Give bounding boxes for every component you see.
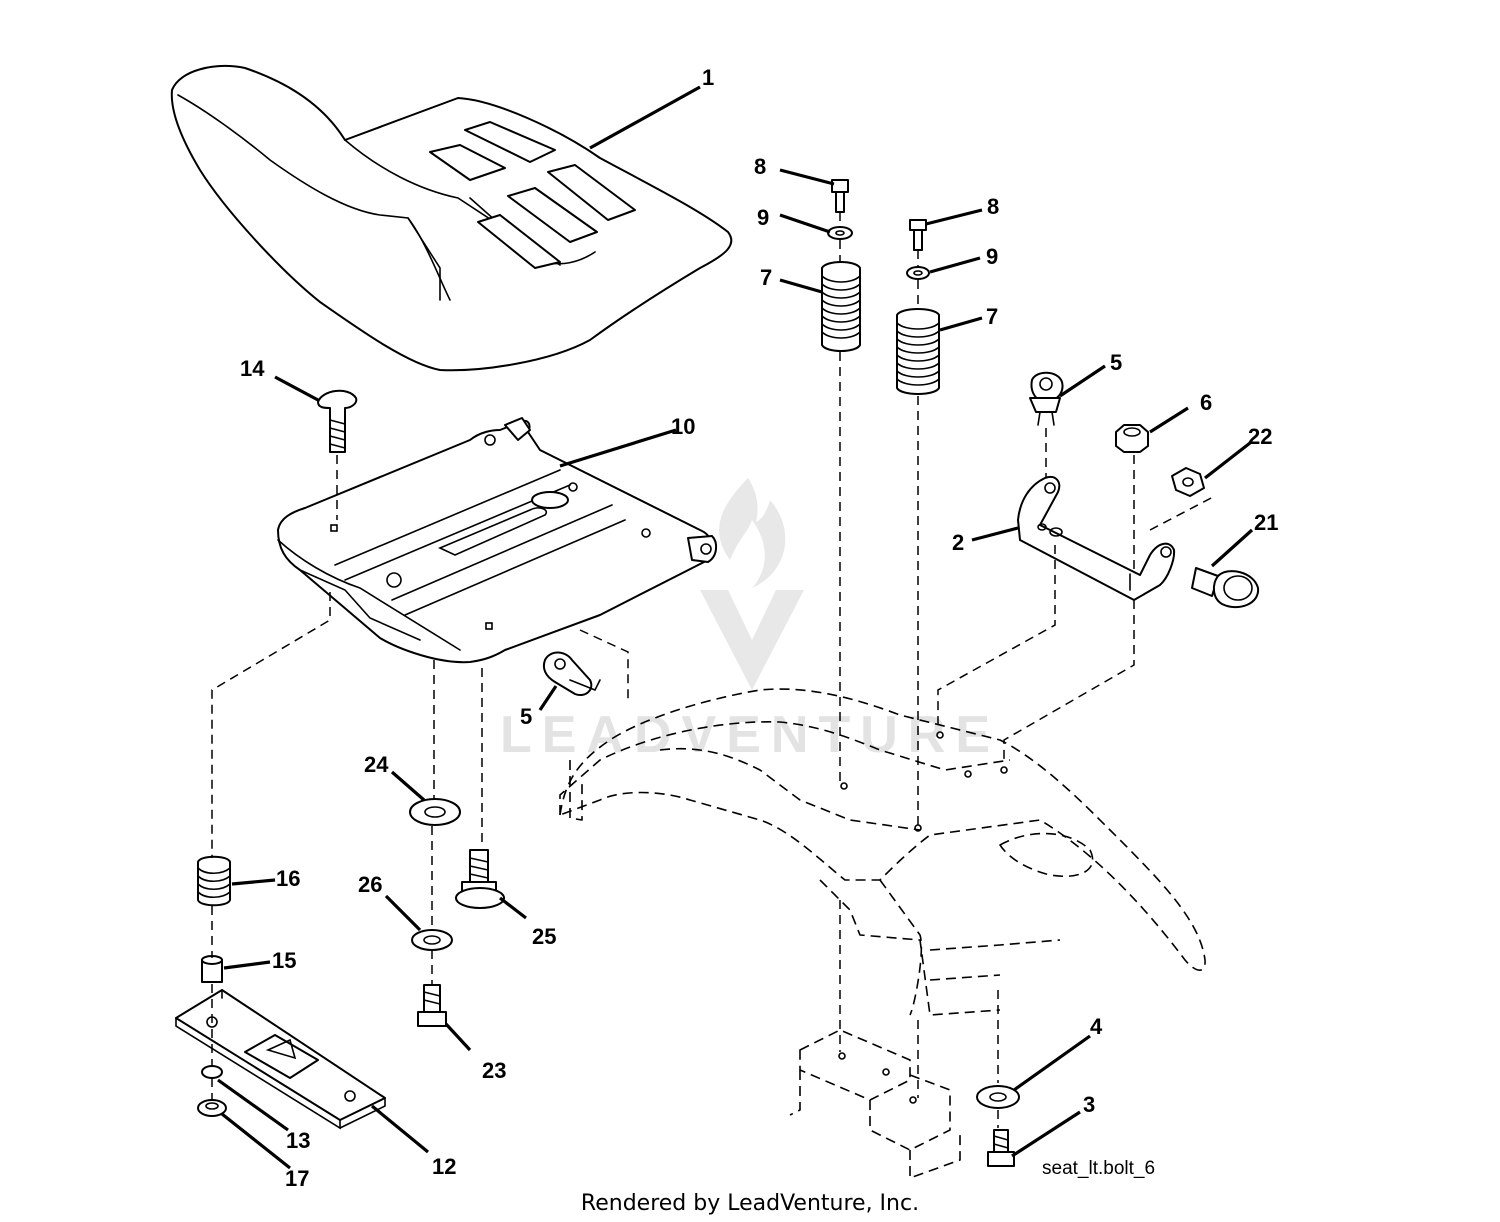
spacer-15-part (201, 955, 223, 983)
callout-7-left: 7 (760, 265, 772, 290)
nut-6-part (1115, 424, 1149, 453)
callout-23: 23 (482, 1058, 506, 1083)
callout-10: 10 (671, 414, 695, 439)
callout-26: 26 (358, 872, 382, 897)
carriage-bolt-14-part (317, 389, 358, 453)
bolt-3-part (987, 1129, 1015, 1167)
callout-25: 25 (532, 924, 556, 949)
callout-8-right: 8 (987, 194, 999, 219)
leadventure-watermark: LEADVENTURE (500, 478, 1000, 764)
callout-1: 1 (702, 65, 714, 90)
washer-4-part (976, 1085, 1020, 1109)
callout-15: 15 (272, 948, 296, 973)
nut-17-part (197, 1099, 227, 1117)
washer-24-part (409, 798, 461, 826)
callout-4: 4 (1090, 1014, 1103, 1039)
callout-9-right: 9 (986, 244, 998, 269)
assembly-lines (211, 212, 1216, 1128)
callout-16: 16 (276, 866, 300, 891)
callout-24: 24 (364, 752, 389, 777)
callout-12: 12 (432, 1154, 456, 1179)
callout-17: 17 (285, 1166, 309, 1191)
clip-5-upper-part (1029, 371, 1064, 426)
spring-7-right-part (896, 308, 940, 395)
callout-22: 22 (1248, 424, 1272, 449)
callout-3: 3 (1083, 1092, 1095, 1117)
washer-9-right-part (906, 266, 930, 280)
callout-5-upper: 5 (1110, 350, 1122, 375)
screw-8-left-part (831, 179, 849, 213)
seat-pan-part (277, 417, 718, 664)
callout-7-right: 7 (986, 304, 998, 329)
nut-22-part (1171, 467, 1205, 497)
slide-plate-12-part (175, 989, 386, 1130)
footer-credit: Rendered by LeadVenture, Inc. (581, 1191, 919, 1216)
phantom-fender-chassis (559, 688, 1206, 1179)
callout-5-lower: 5 (520, 704, 532, 729)
nut-13-part (201, 1065, 223, 1079)
callout-13: 13 (286, 1128, 310, 1153)
clip-5-lower-part (542, 651, 601, 696)
screw-8-right-part (909, 219, 927, 251)
spring-16-part (197, 855, 231, 907)
lock-washer-26-part (411, 929, 453, 951)
bolt-25-part (455, 849, 505, 909)
bolt-23-part (417, 984, 447, 1027)
callout-labels: 1 2 3 4 5 5 6 7 7 8 8 9 9 10 12 13 14 15… (240, 65, 1278, 1191)
watermark-text: LEADVENTURE (500, 706, 1000, 764)
bracket-2-part (1017, 476, 1176, 601)
callout-8-left: 8 (754, 154, 766, 179)
callout-9-left: 9 (757, 205, 769, 230)
spring-7-left-part (821, 261, 861, 352)
callout-21: 21 (1254, 510, 1278, 535)
shoulder-bolt-21-part (1191, 567, 1260, 609)
callout-6: 6 (1200, 390, 1212, 415)
callout-14: 14 (240, 356, 265, 381)
drawing-id: seat_lt.bolt_6 (1042, 1158, 1155, 1179)
callout-2: 2 (952, 530, 964, 555)
washer-9-left-part (827, 226, 853, 240)
seat-part (170, 65, 733, 372)
leader-lines (217, 85, 1254, 1170)
